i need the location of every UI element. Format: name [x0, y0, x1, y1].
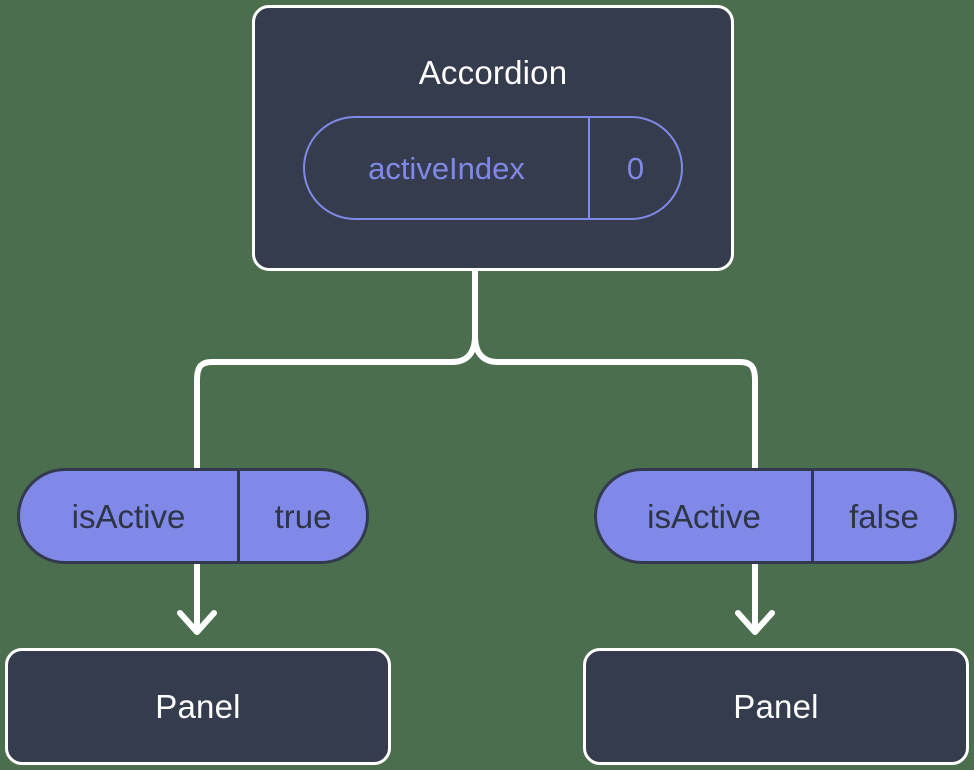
prop-badge-active-index[interactable]: activeIndex 0 [303, 116, 683, 220]
prop-badge-is-active-left-key: isActive [20, 471, 240, 561]
brace-connector [194, 265, 478, 481]
node-panel-right[interactable]: Panel [583, 648, 969, 765]
prop-badge-is-active-left[interactable]: isActive true [17, 468, 369, 564]
prop-badge-active-index-value: 0 [626, 150, 645, 186]
node-panel-left[interactable]: Panel [5, 648, 391, 765]
arrow-head-left [177, 610, 217, 635]
node-accordion-title: Accordion [418, 54, 568, 91]
prop-badge-is-active-right[interactable]: isActive false [594, 468, 957, 564]
brace-connector-right [472, 333, 758, 481]
prop-badge-is-active-left-value: true [274, 497, 332, 535]
prop-badge-active-index-key: activeIndex [305, 118, 590, 218]
prop-badge-is-active-right-value: false [849, 497, 919, 535]
prop-badge-is-active-right-key: isActive [597, 471, 814, 561]
node-panel-right-title: Panel [733, 688, 819, 725]
arrow-head-right [735, 610, 775, 635]
node-panel-left-title: Panel [155, 688, 241, 725]
